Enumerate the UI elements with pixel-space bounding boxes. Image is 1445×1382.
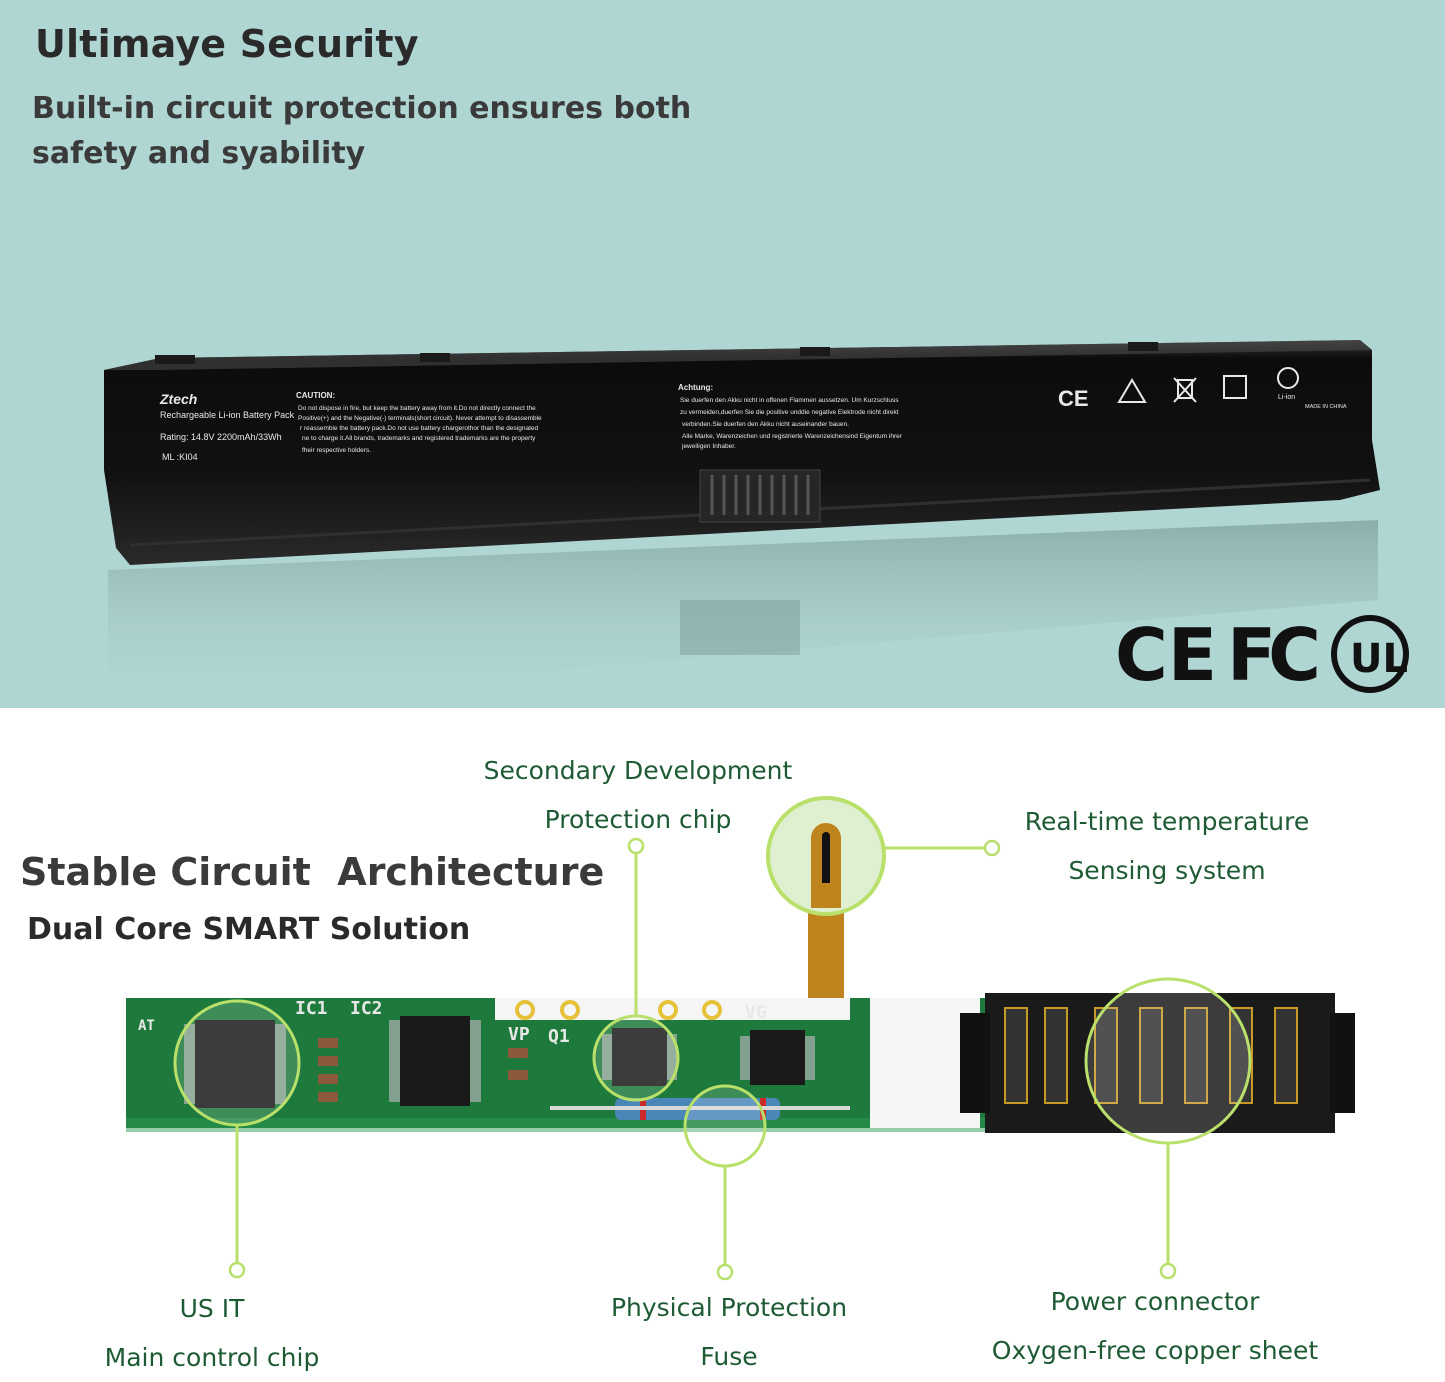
label-secondary-protection: Secondary Development Protection chip xyxy=(470,746,806,844)
ce-mark-small: CE xyxy=(1058,386,1089,411)
made-in-text: MADE IN CHINA xyxy=(1305,404,1347,410)
pcb-illustration: IC1 IC2 VP Q1 VG AT xyxy=(126,796,1355,1281)
label-line: Secondary Development xyxy=(483,756,793,785)
latch xyxy=(800,347,830,356)
achtung-line: zu vermeiden,duerfen Sie die positive un… xyxy=(680,409,899,416)
battery-body xyxy=(104,340,1380,565)
callout-highlights xyxy=(173,977,1252,1168)
no-trash-icon xyxy=(1173,377,1197,403)
highlight-protection-chip xyxy=(592,1014,680,1102)
highlight-connector xyxy=(1084,977,1252,1145)
caution-line: Do not dispose in fire, but keep the bat… xyxy=(298,405,536,412)
label-line: Sensing system xyxy=(1068,856,1266,885)
label-line: Power connector xyxy=(1050,1287,1260,1316)
silk-ic1: IC1 xyxy=(295,998,328,1019)
label-line: Oxygen-free copper sheet xyxy=(991,1336,1319,1365)
caution-line: Positive(+) and the Negative(-) terminal… xyxy=(298,415,542,422)
caution-line: r reassemble the battery pack.Do not use… xyxy=(300,425,538,432)
silk-vp: VP xyxy=(508,1024,530,1045)
silk-q1: Q1 xyxy=(548,1026,570,1047)
ic2-chip xyxy=(400,1016,470,1106)
label-power-connector: Power connector Oxygen-free copper sheet xyxy=(976,1277,1334,1375)
label-line: US IT xyxy=(179,1294,245,1323)
connector-cap xyxy=(1330,1013,1355,1113)
label-line: Main control chip xyxy=(104,1343,320,1372)
security-banner: Ultimaye Security Built-in circuit prote… xyxy=(0,0,1445,708)
warning-icon xyxy=(1117,378,1147,403)
latch xyxy=(420,353,450,362)
achtung-line: Sie duerfen den Akku nicht in offenen Fl… xyxy=(680,397,899,404)
ul-mark: UL xyxy=(1350,636,1408,682)
protection-chip xyxy=(612,1028,667,1086)
chip-pins xyxy=(184,1020,815,1104)
label-line: Fuse xyxy=(700,1342,758,1371)
achtung-line: Alle Marke, Warenzeichen und registriert… xyxy=(682,433,903,440)
ce-mark: CE xyxy=(1115,613,1217,697)
silk-at: AT xyxy=(138,1018,155,1034)
battery-illustration: Ztech Rechargeable Li-ion Battery Pack R… xyxy=(104,340,1409,708)
battery-label: Ztech Rechargeable Li-ion Battery Pack R… xyxy=(159,383,1347,462)
connector-reflection xyxy=(680,600,800,655)
connector-slots xyxy=(1004,1007,1298,1104)
pcb-white-strip xyxy=(495,998,850,1020)
label-temperature-sensing: Real-time temperature Sensing system xyxy=(1010,797,1324,895)
caution-title: CAUTION: xyxy=(296,391,335,400)
certification-marks: CE FC UL xyxy=(1115,613,1409,697)
battery-top-edge xyxy=(104,340,1372,370)
silk-vg: VG xyxy=(745,1002,767,1023)
connector-cap xyxy=(960,1013,990,1113)
latch xyxy=(1128,342,1158,351)
brand-logo: Ztech xyxy=(159,391,197,407)
achtung-line: jeweiligen Inhaber. xyxy=(681,443,736,450)
highlight-main-chip xyxy=(173,999,301,1127)
section-subtitle-security: Built-in circuit protection ensures both… xyxy=(32,86,691,176)
section-subtitle-circuit: Dual Core SMART Solution xyxy=(27,912,471,947)
latch xyxy=(155,355,195,364)
ul-circle xyxy=(1331,615,1409,693)
battery-rating: Rating: 14.8V 2200mAh/33Wh xyxy=(160,432,282,442)
subtitle-line-2: safety and syability xyxy=(32,136,366,171)
sensor-slot xyxy=(822,832,830,883)
pcb-silkscreen: IC1 IC2 VP Q1 VG AT xyxy=(138,998,767,1047)
section-title-circuit: Stable Circuit Architecture xyxy=(20,850,605,894)
circuit-architecture-section: IC1 IC2 VP Q1 VG AT xyxy=(0,708,1445,1375)
label-line: Physical Protection xyxy=(610,1293,848,1322)
leader-dots xyxy=(228,837,1177,1281)
pcb-edge xyxy=(126,1118,986,1132)
caution-line: fheir respective holders. xyxy=(302,447,371,454)
smd-components xyxy=(318,1038,528,1102)
subtitle-line-1: Built-in circuit protection ensures both xyxy=(32,91,692,126)
silk-ic2: IC2 xyxy=(350,998,383,1019)
battery-type: Rechargeable Li-ion Battery Pack xyxy=(160,410,295,420)
li-ion-text: Li-ion xyxy=(1278,394,1295,401)
label-physical-fuse: Physical Protection Fuse xyxy=(598,1283,860,1381)
leader-lines xyxy=(235,846,1170,1265)
fcc-mark: FC xyxy=(1227,613,1317,697)
vg-chip xyxy=(750,1030,805,1085)
connector-pins xyxy=(710,475,810,515)
achtung-line: verbinden.Sie duerfen den Akku nicht aus… xyxy=(682,421,849,428)
recycle-icon xyxy=(1277,367,1299,389)
label-line: Protection chip xyxy=(544,805,732,834)
battery-model: ML :KI04 xyxy=(162,452,198,462)
recycle-box-icon xyxy=(1223,375,1247,399)
highlight-fuse xyxy=(683,1084,767,1168)
label-main-control-chip: US IT Main control chip xyxy=(90,1284,334,1382)
caution-line: ne to charge it.All brands, trademarks a… xyxy=(302,435,536,442)
main-control-chip xyxy=(195,1020,275,1108)
achtung-title: Achtung: xyxy=(678,383,713,392)
section-title-security: Ultimaye Security xyxy=(35,22,419,66)
solder-pads xyxy=(515,1000,722,1020)
label-line: Real-time temperature xyxy=(1024,807,1310,836)
